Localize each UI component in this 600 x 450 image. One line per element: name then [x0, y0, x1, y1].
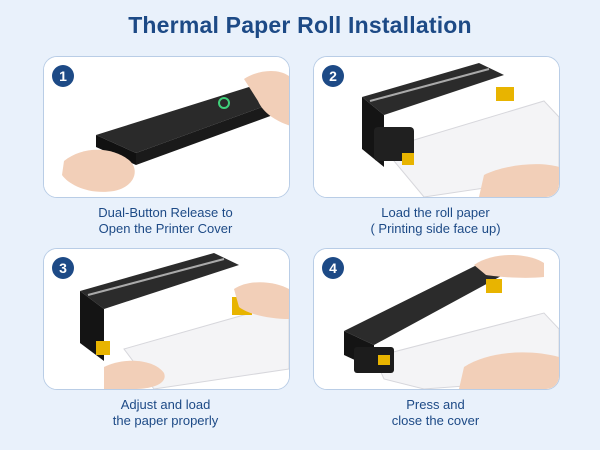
step-1-illustration: [44, 57, 289, 197]
step-4-caption: Press and close the cover: [313, 397, 558, 429]
step-2-caption-line1: Load the roll paper: [381, 205, 490, 220]
page-title: Thermal Paper Roll Installation: [128, 12, 472, 38]
step-1-caption-line1: Dual-Button Release to: [98, 205, 233, 220]
step-1-caption-line2: Open the Printer Cover: [98, 221, 233, 236]
step-4-illustration: [314, 249, 559, 389]
step-3-illustration: [44, 249, 289, 389]
step-3-card: 3: [43, 248, 290, 390]
power-led-icon: [218, 97, 230, 109]
step-3-caption-line2: the paper properly: [112, 413, 219, 428]
step-4-number-badge: 4: [322, 257, 344, 279]
step-2-illustration: [314, 57, 559, 197]
step-3-caption: Adjust and load the paper properly: [43, 397, 288, 429]
step-2-caption-line2: ( Printing side face up): [370, 221, 501, 236]
step-4-caption-line2: close the cover: [391, 413, 480, 428]
step-1-number-badge: 1: [52, 65, 74, 87]
step-1-card: 1: [43, 56, 290, 198]
step-4-caption-line1: Press and: [406, 397, 465, 412]
step-2-caption: Load the roll paper ( Printing side face…: [313, 205, 558, 237]
step-4-card: 4: [313, 248, 560, 390]
step-2-card: 2: [313, 56, 560, 198]
step-2-number-badge: 2: [322, 65, 344, 87]
step-1-caption: Dual-Button Release to Open the Printer …: [43, 205, 288, 237]
step-3-caption-line1: Adjust and load: [120, 397, 211, 412]
step-3-number-badge: 3: [52, 257, 74, 279]
